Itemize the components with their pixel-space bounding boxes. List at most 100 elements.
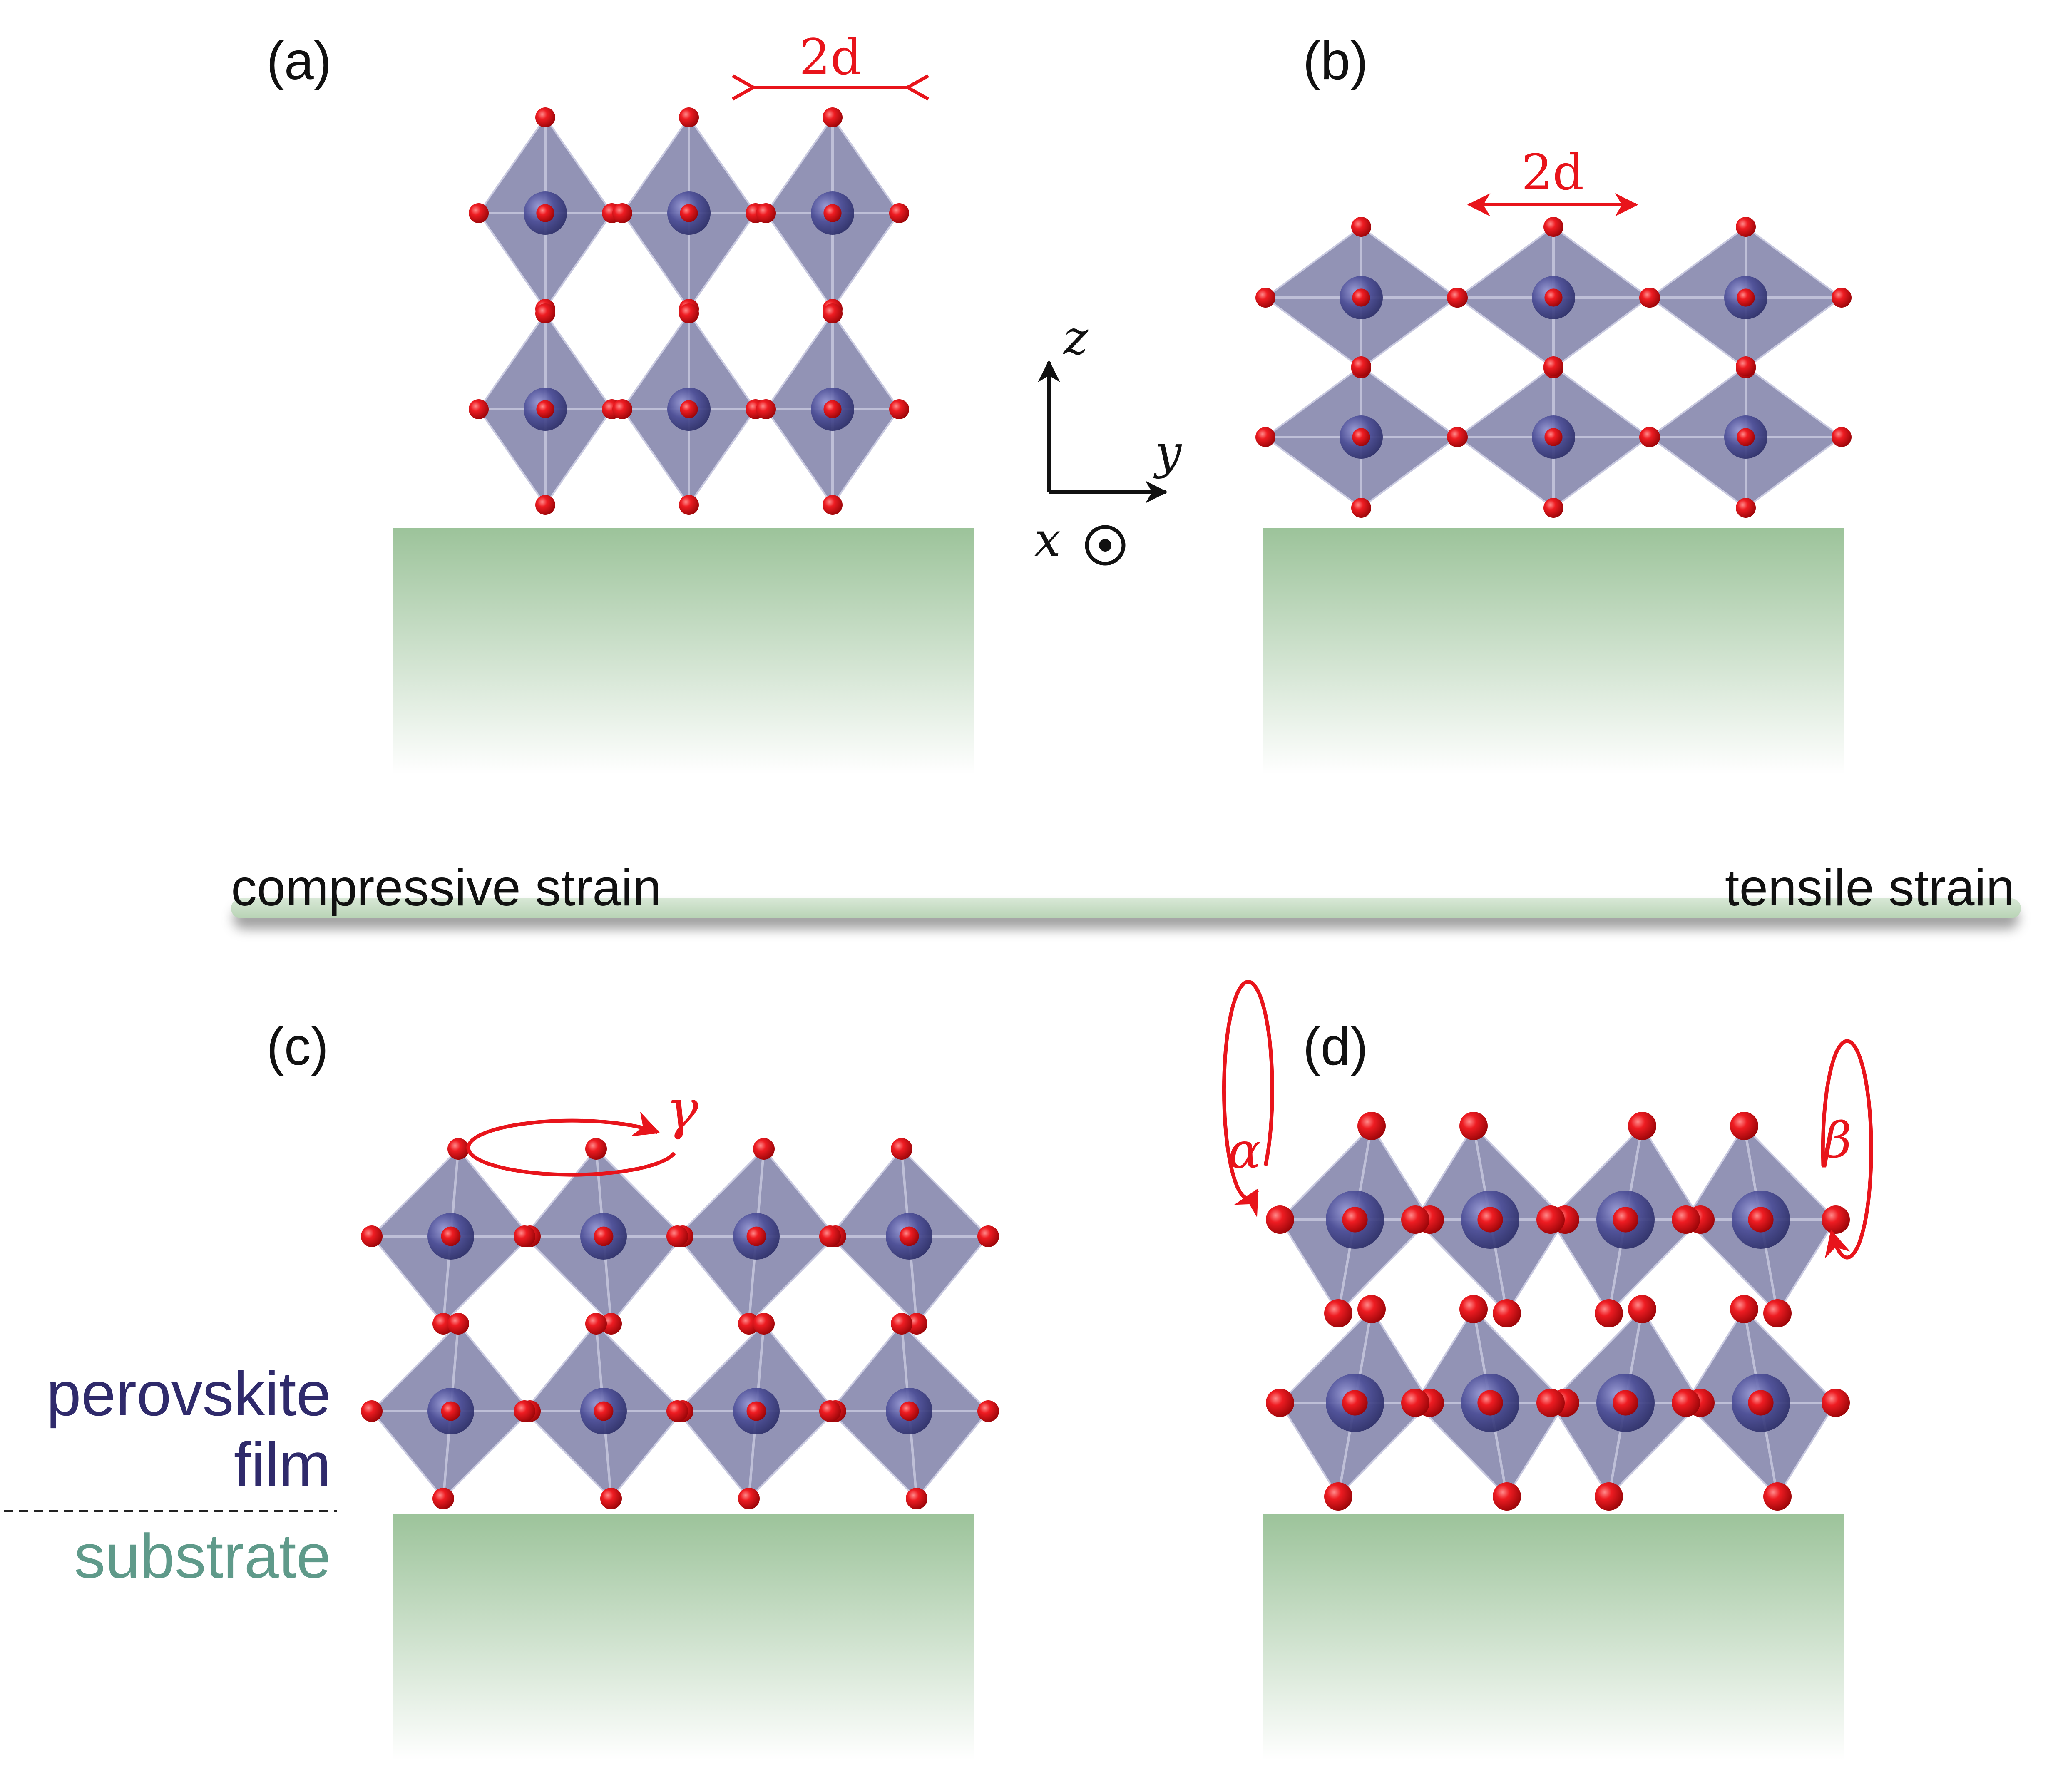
oxygen-atom-icon: [1266, 1205, 1294, 1234]
octahedron-icon: [370, 1322, 531, 1500]
octahedron-icon: [1264, 226, 1459, 370]
octahedron-icon: [676, 1148, 837, 1325]
oxygen-atom-icon: [906, 1313, 927, 1335]
substrate-d: [1263, 1514, 1844, 1760]
oxygen-atom-icon: [823, 204, 842, 222]
octahedron-icon: [1414, 1307, 1566, 1498]
oxygen-atom-icon: [441, 1226, 461, 1246]
oxygen-atom-icon: [899, 1226, 919, 1246]
oxygen-atom-icon: [1544, 288, 1563, 307]
oxygen-atom-icon: [1822, 1389, 1850, 1417]
oxygen-atom-icon: [1748, 1207, 1774, 1233]
strain-scale: compressive strain tensile strain: [231, 859, 2021, 929]
oxygen-atom-icon: [1737, 288, 1755, 307]
oxygen-atom-icon: [1595, 1482, 1623, 1511]
oxygen-atom-icon: [535, 107, 555, 127]
substrate-c: [393, 1514, 974, 1760]
panel-label-c: (c): [266, 1017, 328, 1076]
oxygen-atom-icon: [447, 1313, 469, 1335]
coordinate-axes: z y x: [1034, 311, 1182, 567]
octahedron-icon: [621, 312, 757, 507]
octahedron-icon: [523, 1322, 684, 1500]
octahedron-icon: [370, 1148, 531, 1325]
oxygen-atom-icon: [1748, 1390, 1774, 1416]
oxygen-atom-icon: [600, 1488, 622, 1509]
oxygen-atom-icon: [1255, 427, 1275, 447]
oxygen-atom-icon: [666, 1225, 688, 1247]
oxygen-atom-icon: [666, 1400, 688, 1422]
octahedron-icon: [676, 1322, 837, 1500]
rotation-arrow-icon: [1222, 980, 1274, 1218]
compressive-strain-label: compressive strain: [231, 859, 661, 917]
oxygen-atom-icon: [1730, 1112, 1758, 1140]
oxygen-atom-icon: [977, 1225, 999, 1247]
oxygen-atom-icon: [738, 1488, 760, 1509]
oxygen-atom-icon: [612, 203, 632, 223]
oxygen-atom-icon: [1459, 1112, 1488, 1140]
oxygen-atom-icon: [594, 1226, 614, 1246]
oxygen-atom-icon: [447, 1138, 469, 1160]
octahedron-icon: [829, 1322, 989, 1500]
oxygen-atom-icon: [612, 399, 632, 419]
oxygen-atom-icon: [891, 1138, 912, 1160]
oxygen-atom-icon: [1352, 428, 1370, 446]
rotation-label-gamma: γ: [666, 1078, 698, 1141]
oxygen-atom-icon: [361, 1400, 383, 1422]
octahedron-icon: [477, 312, 613, 507]
oxygen-atom-icon: [1822, 1205, 1850, 1234]
oxygen-atom-icon: [1351, 217, 1371, 237]
octahedra-panel-a: [469, 107, 909, 515]
rotation-arrow-icon: [1821, 1039, 1873, 1260]
octahedron-icon: [1456, 365, 1651, 509]
oxygen-atom-icon: [823, 303, 843, 323]
oxygen-atom-icon: [1763, 1299, 1792, 1327]
oxygen-atom-icon: [1672, 1205, 1700, 1234]
oxygen-atom-icon: [469, 399, 489, 419]
oxygen-atom-icon: [680, 204, 698, 222]
oxygen-atom-icon: [1477, 1390, 1503, 1416]
oxygen-atom-icon: [679, 303, 699, 323]
oxygen-atom-icon: [753, 1138, 775, 1160]
oxygen-atom-icon: [535, 495, 555, 515]
oxygen-atom-icon: [823, 400, 842, 418]
octahedron-icon: [1264, 365, 1459, 509]
oxygen-atom-icon: [1736, 498, 1756, 518]
oxygen-atom-icon: [1493, 1482, 1521, 1511]
oxygen-atom-icon: [1640, 427, 1660, 447]
oxygen-atom-icon: [1536, 1205, 1565, 1234]
octahedron-icon: [1549, 1307, 1702, 1498]
oxygen-atom-icon: [514, 1225, 535, 1247]
oxygen-atom-icon: [1351, 498, 1371, 518]
octahedron-icon: [829, 1148, 989, 1325]
oxygen-atom-icon: [823, 107, 843, 127]
oxygen-atom-icon: [469, 203, 489, 223]
oxygen-atom-icon: [1640, 288, 1660, 308]
oxygen-atom-icon: [514, 1400, 535, 1422]
panel-label-d: (d): [1303, 1017, 1368, 1076]
oxygen-atom-icon: [1401, 1205, 1429, 1234]
octahedron-icon: [1456, 226, 1651, 370]
spacing-label-b: 2d: [1521, 144, 1584, 201]
oxygen-atom-icon: [1536, 1389, 1565, 1417]
oxygen-atom-icon: [1266, 1389, 1294, 1417]
oxygen-atom-icon: [1736, 356, 1756, 376]
oxygen-atom-icon: [432, 1488, 454, 1509]
film-label: film: [234, 1429, 331, 1499]
strain-bar: [231, 898, 2021, 918]
oxygen-atom-icon: [1543, 498, 1563, 518]
oxygen-atom-icon: [977, 1400, 999, 1422]
oxygen-atom-icon: [1730, 1295, 1758, 1323]
oxygen-atom-icon: [600, 1313, 622, 1335]
oxygen-atom-icon: [756, 399, 776, 419]
octahedron-icon: [1648, 365, 1843, 509]
oxygen-atom-icon: [1736, 217, 1756, 237]
oxygen-atom-icon: [756, 203, 776, 223]
octahedron-icon: [1685, 1307, 1837, 1498]
perovskite-label: perovskite: [46, 1359, 331, 1429]
octahedron-icon: [1549, 1124, 1702, 1315]
axis-label-x: x: [1034, 513, 1061, 567]
oxygen-atom-icon: [1324, 1299, 1352, 1327]
oxygen-atom-icon: [679, 495, 699, 515]
oxygen-atom-icon: [441, 1401, 461, 1421]
panel-label-b: (b): [1303, 31, 1368, 91]
